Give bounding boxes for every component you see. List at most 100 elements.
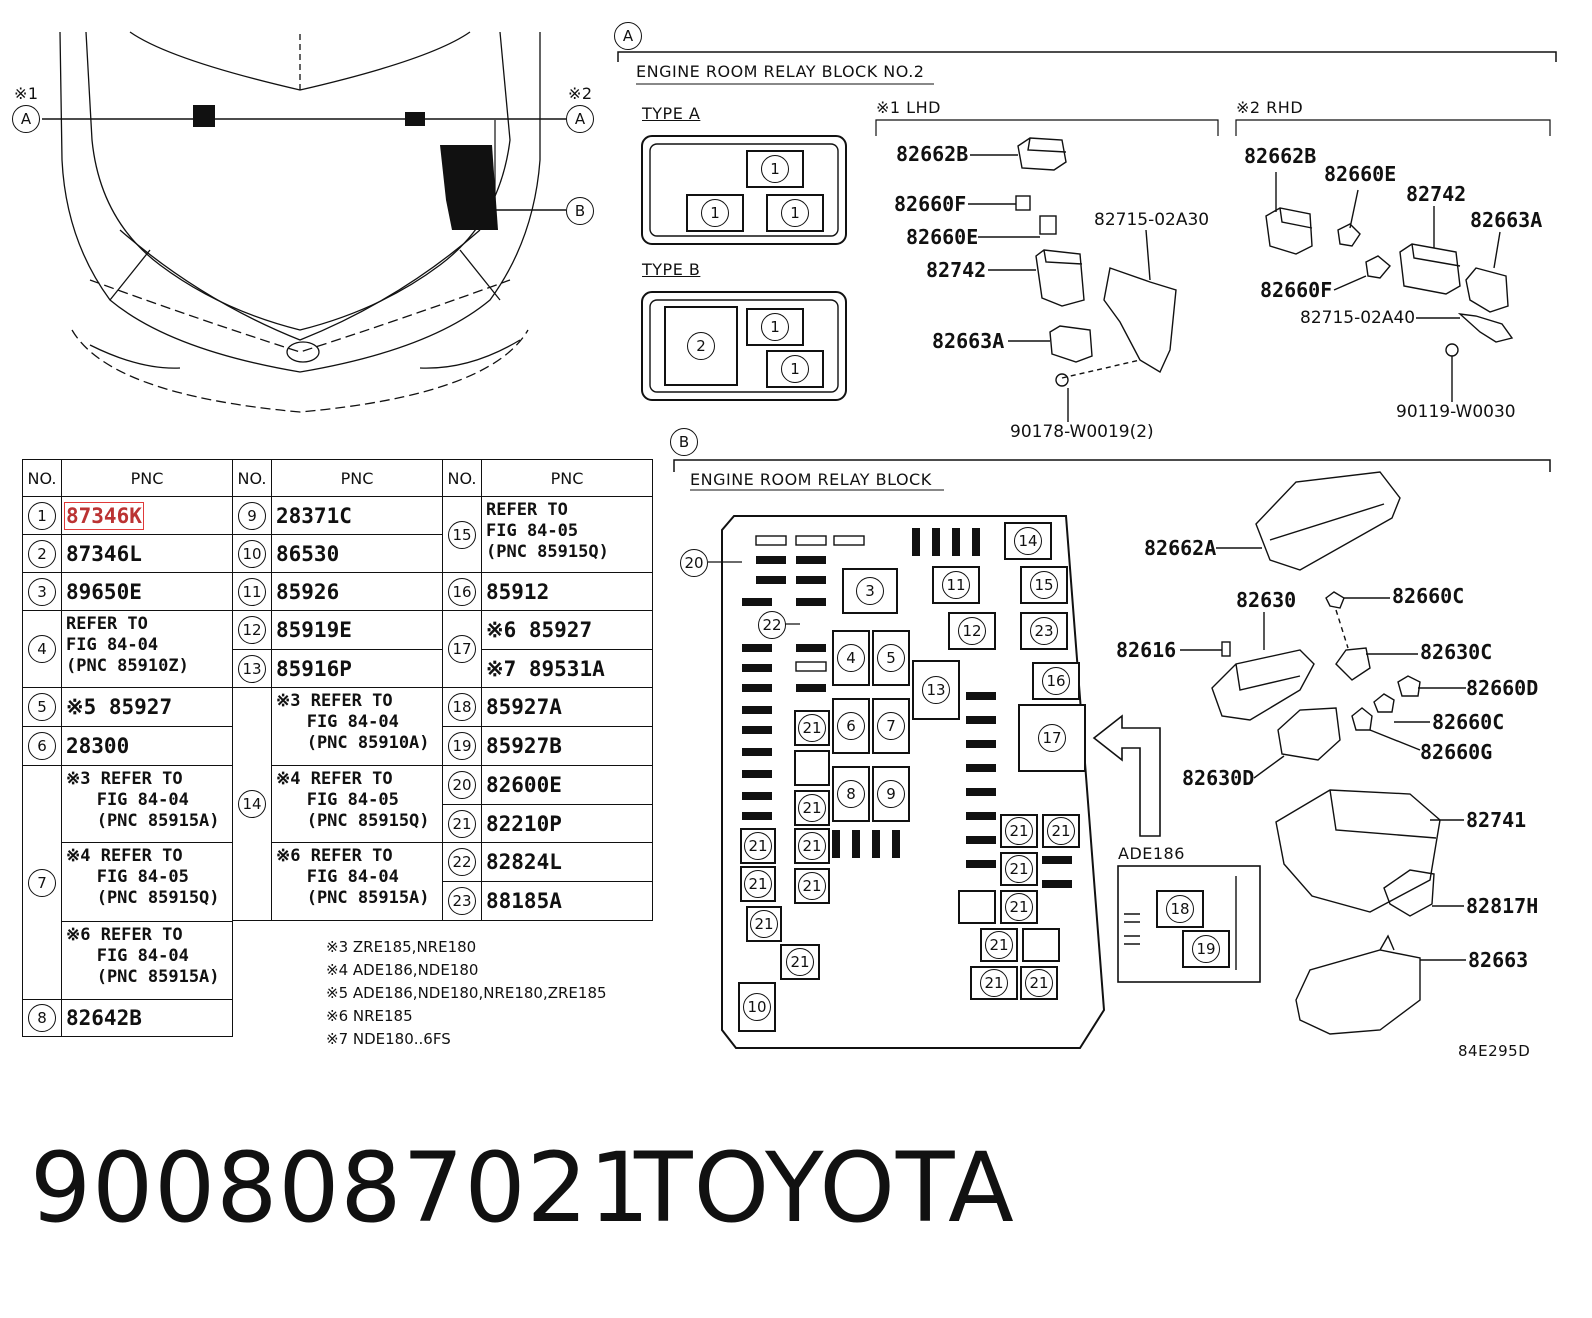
fuse	[796, 644, 826, 652]
relay-5: 5	[872, 630, 910, 686]
empty-slot	[958, 890, 996, 924]
row-no: 19	[442, 726, 482, 766]
num-badge: 21	[1005, 893, 1033, 921]
row-no: 12	[232, 610, 272, 650]
note2-mark: ※2	[568, 84, 593, 103]
empty-slot	[794, 750, 830, 786]
num-badge: 21	[985, 931, 1013, 959]
lhd-part-82660e: 82660E	[906, 225, 979, 249]
relay-10: 10	[738, 982, 776, 1032]
header-no: NO.	[22, 459, 62, 497]
pnc-cell: 85927B	[481, 726, 653, 766]
fuse	[742, 598, 772, 606]
row-no: 16	[442, 572, 482, 611]
part-82660c-1: 82660C	[1392, 584, 1465, 608]
fuse	[742, 664, 772, 672]
section-a-marker: A	[614, 22, 642, 50]
callout-a-right: A	[566, 105, 594, 133]
lhd-part-82662b: 82662B	[896, 142, 969, 166]
relay-4: 4	[832, 630, 870, 686]
rhd-part-82742: 82742	[1406, 182, 1467, 206]
num-badge: 9	[877, 780, 905, 808]
fuse	[742, 812, 772, 820]
empty-slot	[1022, 928, 1060, 962]
fuse	[966, 788, 996, 796]
type-b-relay-2: 1	[766, 350, 824, 388]
brand: TOYOTA	[634, 1132, 1015, 1244]
num-badge: 21	[798, 832, 826, 860]
num-badge: 22	[448, 848, 476, 876]
fuse	[852, 830, 860, 858]
pnc-87346k[interactable]: 87346K	[64, 501, 144, 530]
lhd-part-82663a: 82663A	[932, 329, 1005, 353]
num-badge: 2	[28, 539, 56, 568]
relay-15: 15	[1020, 566, 1068, 604]
num-badge: 16	[448, 577, 476, 606]
fuse-21: 21	[740, 828, 776, 864]
lhd-label: ※1 LHD	[876, 98, 941, 117]
part-82616: 82616	[1116, 638, 1177, 662]
lhd-part-90178: 90178-W0019(2)	[1010, 422, 1154, 442]
row-no: 5	[22, 687, 62, 727]
num-badge: 5	[28, 693, 56, 721]
num-badge: 12	[958, 617, 986, 645]
type-a-relay-2: 1	[686, 194, 744, 232]
pnc-cell: 28371C	[271, 496, 443, 535]
pnc-cell: 86530	[271, 534, 443, 573]
section-a-title: ENGINE ROOM RELAY BLOCK NO.2	[636, 62, 925, 81]
fuse	[1042, 856, 1072, 864]
fuse	[756, 576, 786, 584]
row-no: 6	[22, 726, 62, 766]
part-82630d: 82630D	[1182, 766, 1255, 790]
part-82630: 82630	[1236, 588, 1297, 612]
fuse	[742, 792, 772, 800]
fuse	[796, 576, 826, 584]
pnc-cell: ※5 85927	[61, 687, 233, 727]
num-badge: 3	[856, 577, 884, 605]
num-badge: 15	[448, 520, 476, 549]
fuse-21: 21	[980, 928, 1018, 962]
num-badge: 21	[798, 714, 826, 742]
fuse-21: 21	[780, 944, 820, 980]
part-82817h: 82817H	[1466, 894, 1539, 918]
fuse	[966, 860, 996, 868]
fuse	[892, 830, 900, 858]
header-pnc: PNC	[271, 459, 443, 497]
num-badge: 7	[28, 868, 56, 897]
row-no: 10	[232, 534, 272, 573]
note-7: ※7 NDE180..6FS	[326, 1030, 451, 1048]
fuse	[932, 528, 940, 556]
pnc-cell[interactable]: 87346K	[61, 496, 233, 535]
ref-cell: ※4 REFER TO FIG 84-05 (PNC 85915Q)	[61, 842, 233, 922]
fuse-21: 21	[1020, 966, 1058, 1000]
fuse	[972, 528, 980, 556]
row-no: 4	[22, 610, 62, 688]
fuse-21: 21	[1000, 852, 1038, 886]
ref-cell: ※3 REFER TO FIG 84-04 (PNC 85915A)	[61, 765, 233, 843]
row-no: 2	[22, 534, 62, 573]
fuse	[796, 556, 826, 564]
fuse-21: 21	[794, 868, 830, 904]
relay-11: 11	[932, 566, 980, 604]
ref-cell: ※6 REFER TO FIG 84-04 (PNC 85915A)	[61, 921, 233, 1000]
num-badge: 19	[448, 732, 476, 760]
fuse	[966, 716, 996, 724]
rhd-label: ※2 RHD	[1236, 98, 1304, 117]
pnc-cell: 85912	[481, 572, 653, 611]
fuse-21: 21	[794, 710, 830, 746]
header-pnc: PNC	[481, 459, 653, 497]
pnc-cell: 82210P	[481, 804, 653, 843]
rhd-part-82715-02a40: 82715-02A40	[1300, 308, 1416, 328]
fuse-21: 21	[1000, 814, 1038, 848]
row-no: 3	[22, 572, 62, 611]
row-no: 8	[22, 999, 62, 1037]
figure-code: 84E295D	[1458, 1042, 1531, 1060]
fuse	[966, 692, 996, 700]
num-badge: 21	[798, 872, 826, 900]
type-b-relay-1: 1	[746, 308, 804, 346]
fuse	[912, 528, 920, 556]
type-b-relay-large: 2	[664, 306, 738, 386]
num-badge: 15	[1030, 571, 1058, 599]
